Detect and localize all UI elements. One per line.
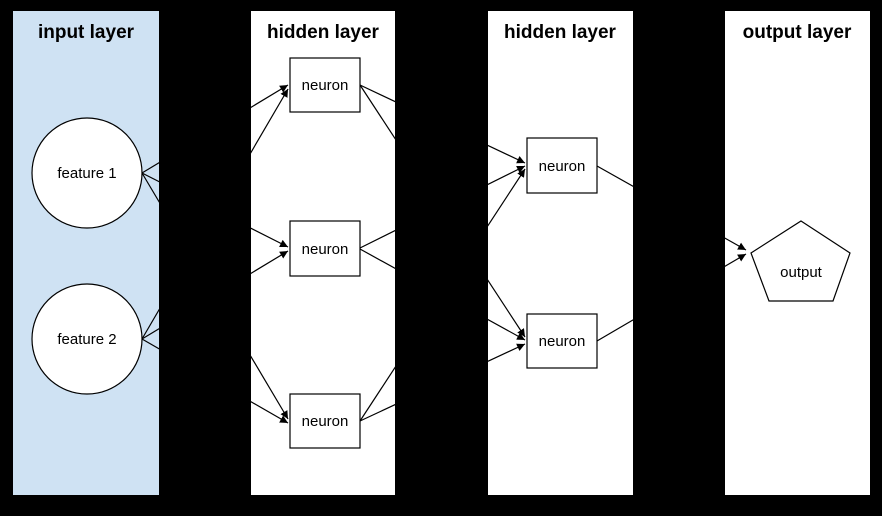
hidden1-neuron-1-label: neuron (302, 77, 349, 94)
input-layer-title: input layer (38, 22, 135, 43)
input-layer-panel (13, 11, 159, 495)
hidden1-neuron-3-label: neuron (302, 413, 349, 430)
feature-2-node (31, 283, 143, 395)
edge-feature2-neuron3 (141, 338, 289, 424)
edge-h1n3-h2n1 (359, 168, 526, 422)
hidden1-neuron-2-label: neuron (302, 241, 349, 258)
hidden-layer-2-title: hidden layer (504, 22, 617, 43)
output-label: output (780, 264, 823, 281)
edge-feature2-neuron1 (141, 88, 289, 340)
hidden2-neuron-1-label: neuron (539, 158, 586, 175)
hidden1-neuron-1-node (289, 57, 361, 113)
edge-h1n2-h2n1 (359, 165, 526, 249)
hidden2-neuron-2-node (526, 313, 598, 369)
hidden1-neuron-3-node (289, 393, 361, 449)
edge-feature1-neuron2 (141, 172, 289, 248)
edge-h1n3-h2n2 (359, 343, 526, 422)
output-layer-title: output layer (743, 22, 852, 43)
feature-1-node (31, 117, 143, 229)
edge-h1n1-h2n2 (359, 84, 526, 338)
feature-2-label: feature 2 (57, 331, 116, 348)
edge-feature1-neuron1 (141, 84, 289, 174)
edge-h2n1-output (596, 165, 747, 251)
output-node (750, 220, 851, 302)
hidden2-neuron-2-label: neuron (539, 333, 586, 350)
hidden-layer-2-panel (488, 11, 633, 495)
edge-h2n2-output (596, 253, 747, 342)
hidden2-neuron-1-node (526, 137, 598, 194)
hidden-layer-1-title: hidden layer (267, 22, 380, 43)
edge-h1n1-h2n1 (359, 84, 526, 164)
hidden1-neuron-2-node (289, 220, 361, 277)
edge-feature2-neuron2 (141, 250, 289, 340)
edge-feature1-neuron3 (141, 172, 289, 420)
feature-1-label: feature 1 (57, 165, 116, 182)
